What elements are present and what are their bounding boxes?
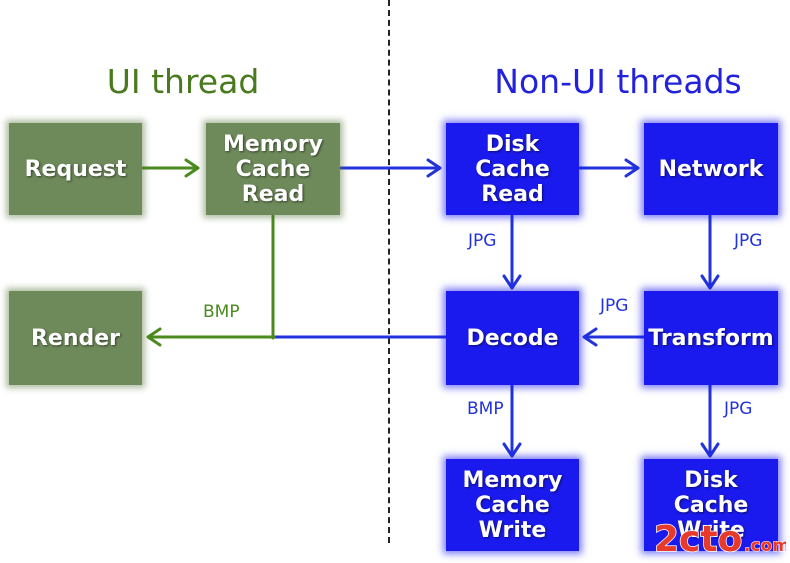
ui-thread-title: UI thread [106,62,260,101]
disk-cache-read-node: Disk Cache Read [446,123,579,215]
edge-label-decode-to-render: BMP [203,302,240,322]
svg-text:2cto: 2cto [654,519,742,559]
memory-cache-write-node-label: Memory Cache Write [462,467,563,543]
transform-node-label: Transform [648,325,774,351]
edge-disk-cache-read-to-decode [502,214,522,290]
edge-disk-cache-read-to-network [578,158,640,178]
transform-node: Transform [644,291,778,385]
nonui-threads-title: Non-UI threads [494,62,742,101]
watermark-logo: 2cto .com [653,518,786,559]
edge-label-disk-to-decode: JPG [468,231,497,251]
edge-label-transform-to-diskwrite: JPG [724,399,753,419]
render-node-label: Render [30,325,121,351]
edge-label-decode-to-memwrite: BMP [467,399,504,419]
disk-cache-read-node-label: Disk Cache Read [475,131,550,207]
decode-node: Decode [446,291,579,385]
render-node: Render [9,291,142,385]
request-node-label: Request [24,156,127,182]
edge-decode-to-memory-cache-write [502,382,522,458]
memory-cache-read-node: Memory Cache Read [206,123,340,215]
disk-cache-write-node: Disk Cache Write [644,459,778,551]
svg-text:.com: .com [744,536,786,556]
decode-node-label: Decode [466,325,559,351]
edge-label-transform-to-decode: JPG [600,296,629,316]
edge-transform-to-decode [582,327,646,347]
memory-cache-write-node: Memory Cache Write [446,459,579,551]
request-node: Request [9,123,142,215]
edge-decode-to-render [146,327,448,347]
edge-network-to-transform [700,214,720,290]
thread-divider [388,0,390,543]
network-node: Network [644,123,778,215]
edge-request-to-memory-cache-read [141,158,200,178]
edge-label-network-to-transform: JPG [734,231,763,251]
edge-transform-to-disk-cache-write [700,382,720,458]
edge-memory-cache-read-to-disk-cache-read [339,158,442,178]
memory-cache-read-node-label: Memory Cache Read [222,131,324,207]
disk-cache-write-node-label: Disk Cache Write [673,467,749,543]
network-node-label: Network [658,156,764,182]
